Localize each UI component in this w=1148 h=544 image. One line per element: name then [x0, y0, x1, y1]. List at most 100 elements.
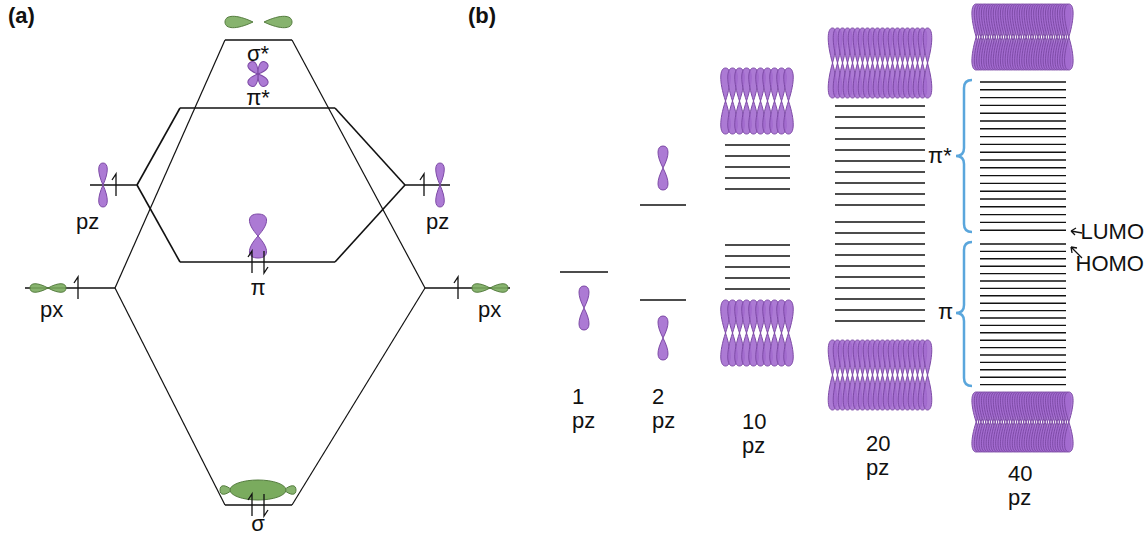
- p-orbital: [658, 168, 668, 190]
- band-level: [980, 369, 1066, 370]
- band-level: [980, 377, 1066, 378]
- band-level: [980, 97, 1066, 98]
- electron-arrow: [248, 251, 252, 273]
- frontier-label: LUMO: [1080, 220, 1144, 244]
- correlation-line: [137, 185, 180, 262]
- band-bracket: [956, 242, 972, 386]
- band-level: [980, 340, 1066, 341]
- electron-arrow: [420, 174, 424, 196]
- band-level: [835, 171, 925, 172]
- correlation-line: [115, 40, 225, 288]
- band-level: [835, 243, 925, 244]
- band-level: [980, 266, 1066, 267]
- band-level: [980, 258, 1066, 259]
- panel-label: (b): [468, 4, 496, 28]
- orbital-label: π*: [246, 86, 270, 110]
- p-orbital: [658, 338, 668, 360]
- band-level: [980, 190, 1066, 191]
- orbital-label: σ: [251, 512, 265, 536]
- band-level: [980, 81, 1066, 82]
- orbital-count: 40 pz: [1008, 462, 1043, 510]
- energy-level: [640, 204, 686, 206]
- band-level: [835, 298, 925, 299]
- p-orbital: [30, 284, 48, 293]
- orbital-label: px: [40, 298, 63, 322]
- p-orbital: [436, 185, 445, 207]
- band-level: [835, 138, 925, 139]
- band-level: [835, 182, 925, 183]
- band-orbitals: [1065, 422, 1074, 452]
- electron-arrow: [74, 277, 78, 299]
- band-label: π: [938, 300, 953, 324]
- band-level: [980, 112, 1066, 113]
- energy-level: [180, 261, 335, 263]
- band-level: [835, 232, 925, 233]
- correlation-line: [292, 288, 425, 505]
- band-level: [980, 159, 1066, 160]
- p-orbital: [658, 316, 668, 338]
- band-level: [980, 354, 1066, 355]
- band-orbitals: [1065, 392, 1074, 422]
- orbital-count: 10 pz: [742, 410, 777, 458]
- energy-level: [640, 299, 686, 301]
- band-level: [980, 243, 1066, 244]
- band-orbitals: [784, 68, 793, 101]
- band-level: [835, 204, 925, 205]
- band-level: [980, 206, 1066, 207]
- band-level: [980, 175, 1066, 176]
- band-level: [835, 160, 925, 161]
- band-level: [980, 214, 1066, 215]
- band-orbitals: [784, 101, 793, 134]
- electron-arrow: [264, 251, 268, 273]
- energy-level: [560, 271, 608, 273]
- band-level: [980, 280, 1066, 281]
- band-level: [980, 167, 1066, 168]
- band-level: [980, 310, 1066, 311]
- band-level: [980, 222, 1066, 223]
- band-level: [980, 317, 1066, 318]
- panel-label: (a): [8, 4, 35, 28]
- correlation-line: [335, 185, 405, 262]
- energy-level: [225, 39, 292, 41]
- band-level: [835, 265, 925, 266]
- band-bracket: [956, 80, 972, 232]
- band-level: [835, 105, 925, 106]
- pi-orbital: [249, 214, 266, 236]
- band-level: [725, 244, 790, 245]
- energy-level: [225, 504, 292, 506]
- p-orbital: [472, 284, 490, 293]
- orbital-label: π: [250, 276, 265, 300]
- p-orbital: [99, 163, 108, 185]
- band-level: [835, 149, 925, 150]
- band-level: [980, 198, 1066, 199]
- band-level: [725, 266, 790, 267]
- correlation-line: [115, 288, 225, 505]
- sigma-star-orbital: [264, 16, 292, 27]
- band-level: [835, 287, 925, 288]
- band-orbitals: [784, 300, 793, 333]
- energy-level: [90, 184, 137, 186]
- band-level: [980, 151, 1066, 152]
- band-level: [725, 188, 790, 189]
- band-level: [835, 254, 925, 255]
- correlation-line: [137, 108, 180, 185]
- band-level: [980, 251, 1066, 252]
- p-orbital: [436, 163, 445, 185]
- band-level: [835, 276, 925, 277]
- band-level: [980, 325, 1066, 326]
- band-level: [725, 155, 790, 156]
- band-level: [980, 144, 1066, 145]
- band-level: [980, 136, 1066, 137]
- pointer-arrow: [1071, 228, 1082, 235]
- band-level: [835, 320, 925, 321]
- orbital-label: px: [478, 298, 501, 322]
- band-orbitals: [923, 63, 932, 98]
- band-orbitals: [1065, 4, 1074, 37]
- sigma-star-orbital: [225, 16, 253, 27]
- band-level: [835, 127, 925, 128]
- orbital-label: σ*: [247, 42, 269, 66]
- orbital-count: 1 pz: [572, 385, 607, 433]
- p-orbital: [48, 284, 66, 293]
